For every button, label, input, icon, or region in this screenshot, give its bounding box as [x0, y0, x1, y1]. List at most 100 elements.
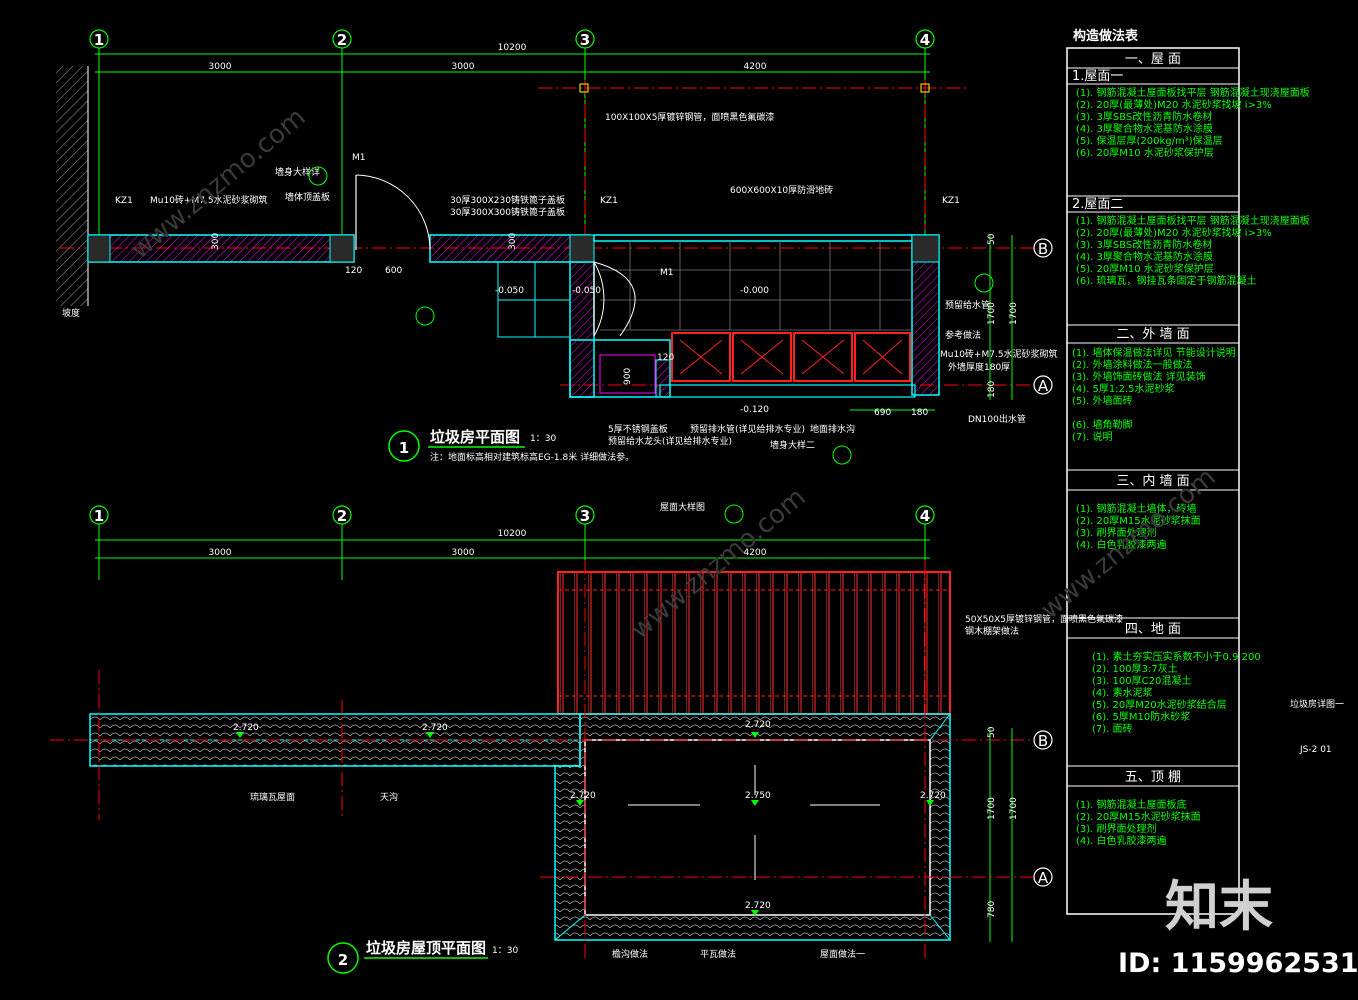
svg-text:(1). 墙体保温做法详见 节能设计说明: (1). 墙体保温做法详见 节能设计说明: [1072, 346, 1236, 359]
svg-text:(1). 钢筋混凝土屋面板找平层 钢筋混凝土现浇屋面板: (1). 钢筋混凝土屋面板找平层 钢筋混凝土现浇屋面板: [1076, 86, 1310, 99]
plan1-span-3: 4200: [744, 62, 767, 72]
svg-text:(3). 100厚C20混凝土: (3). 100厚C20混凝土: [1092, 674, 1191, 687]
steel-label: 钢木棚架做法: [965, 625, 1019, 637]
svg-text:2.屋面二: 2.屋面二: [1072, 197, 1123, 212]
dim-600: 600: [385, 266, 402, 276]
svg-text:4: 4: [920, 507, 930, 525]
svg-text:(3). 3厚SBS改性沥青防水卷材: (3). 3厚SBS改性沥青防水卷材: [1076, 238, 1212, 251]
plan1-walls: [87, 234, 940, 398]
level-2: -0.050: [572, 286, 601, 296]
drain-cover-label: 5厚不锈钢盖板: [608, 423, 668, 435]
elevation-markers: [236, 732, 934, 916]
svg-text:(4). 素水泥浆: (4). 素水泥浆: [1092, 686, 1153, 699]
plan1-dimensions: [95, 48, 930, 235]
elev-1: 2.720: [233, 723, 259, 733]
plan2-total-dim: 10200: [498, 529, 527, 539]
svg-text:(7). 面砖: (7). 面砖: [1092, 722, 1133, 735]
svg-text:(2). 100厚3:7灰土: (2). 100厚3:7灰土: [1092, 662, 1178, 675]
svg-text:(4). 5厚1:2.5水泥砂浆: (4). 5厚1:2.5水泥砂浆: [1072, 382, 1175, 395]
ramp-area: [497, 261, 571, 338]
curb-label: 地面排水沟: [810, 423, 855, 435]
plan1-total-dim: 10200: [498, 43, 527, 53]
grid-bubble-4b: 4: [915, 505, 935, 525]
grid-bubble-4: 4: [915, 29, 935, 49]
svg-text:二、外 墙 面: 二、外 墙 面: [1116, 327, 1189, 342]
svg-text:(3). 外墙饰面砖做法 详见装饰: (3). 外墙饰面砖做法 详见装饰: [1072, 370, 1206, 383]
svg-text:(1). 钢筋混凝土屋面板找平层 钢筋混凝土现浇屋面板: (1). 钢筋混凝土屋面板找平层 钢筋混凝土现浇屋面板: [1076, 214, 1310, 227]
dim-180-c: 180: [987, 381, 997, 398]
svg-text:注：地面标高相对建筑标高EG-1.8米 详细做法参。: 注：地面标高相对建筑标高EG-1.8米 详细做法参。: [430, 451, 634, 463]
svg-text:(1). 素土夯实压实系数不小于0.9 200: (1). 素土夯实压实系数不小于0.9 200: [1092, 650, 1261, 663]
dim-120-b: 120: [657, 353, 674, 363]
dim-900: 900: [623, 368, 633, 385]
kz1-label-a: KZ1: [115, 196, 133, 206]
svg-text:B: B: [1038, 732, 1048, 750]
elev-7: 2.720: [745, 901, 771, 911]
svg-text:垃圾房屋顶平面图: 垃圾房屋顶平面图: [366, 939, 486, 957]
level-3: -0.050: [495, 286, 524, 296]
svg-text:(2). 20厚M15水泥砂浆抹面: (2). 20厚M15水泥砂浆抹面: [1076, 810, 1201, 823]
grid-bubble-3b: 3: [575, 505, 595, 525]
row-bubble-b2: B: [1033, 730, 1053, 750]
svg-text:2: 2: [338, 951, 348, 969]
elev-2: 2.720: [422, 723, 448, 733]
legend-title: 构造做法表: [1073, 28, 1139, 44]
elev-4: 2.720: [570, 791, 596, 801]
svg-text:(4). 白色乳胶漆两遍: (4). 白色乳胶漆两遍: [1076, 538, 1167, 551]
svg-text:三、内 墙 面: 三、内 墙 面: [1116, 473, 1189, 489]
svg-text:A: A: [1038, 377, 1049, 395]
row-bubble-a2: A: [1033, 867, 1053, 887]
plan1-title: 1 垃圾房平面图 1：30 注：地面标高相对建筑标高EG-1.8米 详细做法参。: [388, 428, 634, 463]
floor-tile-label: 600X600X10厚防滑地砖: [730, 184, 833, 196]
dn-pipe-label: DN100出水管: [968, 413, 1026, 425]
svg-text:(3). 3厚SBS改性沥青防水卷材: (3). 3厚SBS改性沥青防水卷材: [1076, 110, 1212, 123]
wall-material-label: Mu10砖+M7.5水泥砂浆砌筑: [150, 194, 268, 206]
svg-text:(1). 钢筋混凝土墙体，砖墙: (1). 钢筋混凝土墙体，砖墙: [1076, 502, 1197, 515]
watermark-id: ID: 1159962531: [1118, 948, 1358, 979]
svg-text:(4). 3厚聚合物水泥基防水涂膜: (4). 3厚聚合物水泥基防水涂膜: [1076, 250, 1213, 263]
plan-2: 1 2 3 4 10200 3000 3000 4200: [50, 501, 1123, 974]
grid-bubble-2: 2: [332, 29, 352, 49]
svg-text:一、屋 面: 一、屋 面: [1125, 52, 1181, 67]
dim-180-b: 180: [911, 408, 928, 418]
svg-text:2: 2: [337, 507, 347, 525]
svg-text:(3). 刷界面处理剂: (3). 刷界面处理剂: [1076, 822, 1157, 835]
dim2-780: 780: [987, 901, 997, 918]
dim-300-b: 300: [508, 233, 518, 250]
kz1-label-b: KZ1: [600, 196, 618, 206]
plan2-title: 2 垃圾房屋顶平面图 1：30: [327, 939, 518, 974]
fixture-label-1: 预留给水龙头(详见给排水专业): [608, 435, 732, 447]
grid-bubble-1b: 1: [89, 505, 109, 525]
dim-120: 120: [345, 266, 362, 276]
svg-text:3: 3: [580, 31, 590, 49]
plan2-span-1: 3000: [209, 548, 232, 558]
svg-text:(6). 琉璃瓦，钢挂瓦条固定于钢筋混凝土: (6). 琉璃瓦，钢挂瓦条固定于钢筋混凝土: [1076, 274, 1257, 287]
svg-text:1: 1: [94, 507, 104, 525]
plan1-axes: [60, 80, 1035, 386]
dim-1700-b: 1700: [1009, 302, 1019, 325]
row-bubble-a: A: [1033, 375, 1053, 395]
eave-label: 琉璃瓦屋面: [250, 791, 295, 803]
grate-label-2: 30厚300X300铸铁篦子盖板: [450, 206, 565, 218]
svg-text:(4). 3厚聚合物水泥基防水涂膜: (4). 3厚聚合物水泥基防水涂膜: [1076, 122, 1213, 135]
wall-cap-label: 墙体顶盖板: [285, 191, 330, 203]
svg-text:1.屋面一: 1.屋面一: [1072, 69, 1123, 84]
dim-1700: 1700: [987, 302, 997, 325]
brand-logo-text: 知末: [1165, 875, 1273, 938]
svg-text:四、地 面: 四、地 面: [1125, 622, 1181, 637]
svg-text:1：30: 1：30: [530, 434, 556, 444]
svg-text:(5). 保温层厚(200kg/m³)保温层: (5). 保温层厚(200kg/m³)保温层: [1076, 134, 1223, 147]
plan1-span-1: 3000: [209, 62, 232, 72]
gutter2-label: 檐沟做法: [612, 948, 648, 960]
svg-text:(2). 20厚(最薄处)M20 水泥砂浆找坡 i>3%: (2). 20厚(最薄处)M20 水泥砂浆找坡 i>3%: [1076, 226, 1272, 239]
elev-5: 2.720: [920, 791, 946, 801]
callout-detail: [308, 166, 994, 465]
svg-text:1: 1: [94, 31, 104, 49]
grate-label-1: 30厚300X230铸铁篦子盖板: [450, 194, 565, 206]
slope-note-label: 平瓦做法: [700, 948, 736, 960]
fixture-label-2: 预留排水管(详见给排水专业): [690, 423, 805, 435]
grid-bubble-1: 1: [89, 29, 109, 49]
dim2-1700: 1700: [987, 797, 997, 820]
svg-text:1: 1: [399, 439, 409, 457]
svg-text:(5). 20厚M10 水泥砂浆保护层: (5). 20厚M10 水泥砂浆保护层: [1076, 262, 1214, 275]
